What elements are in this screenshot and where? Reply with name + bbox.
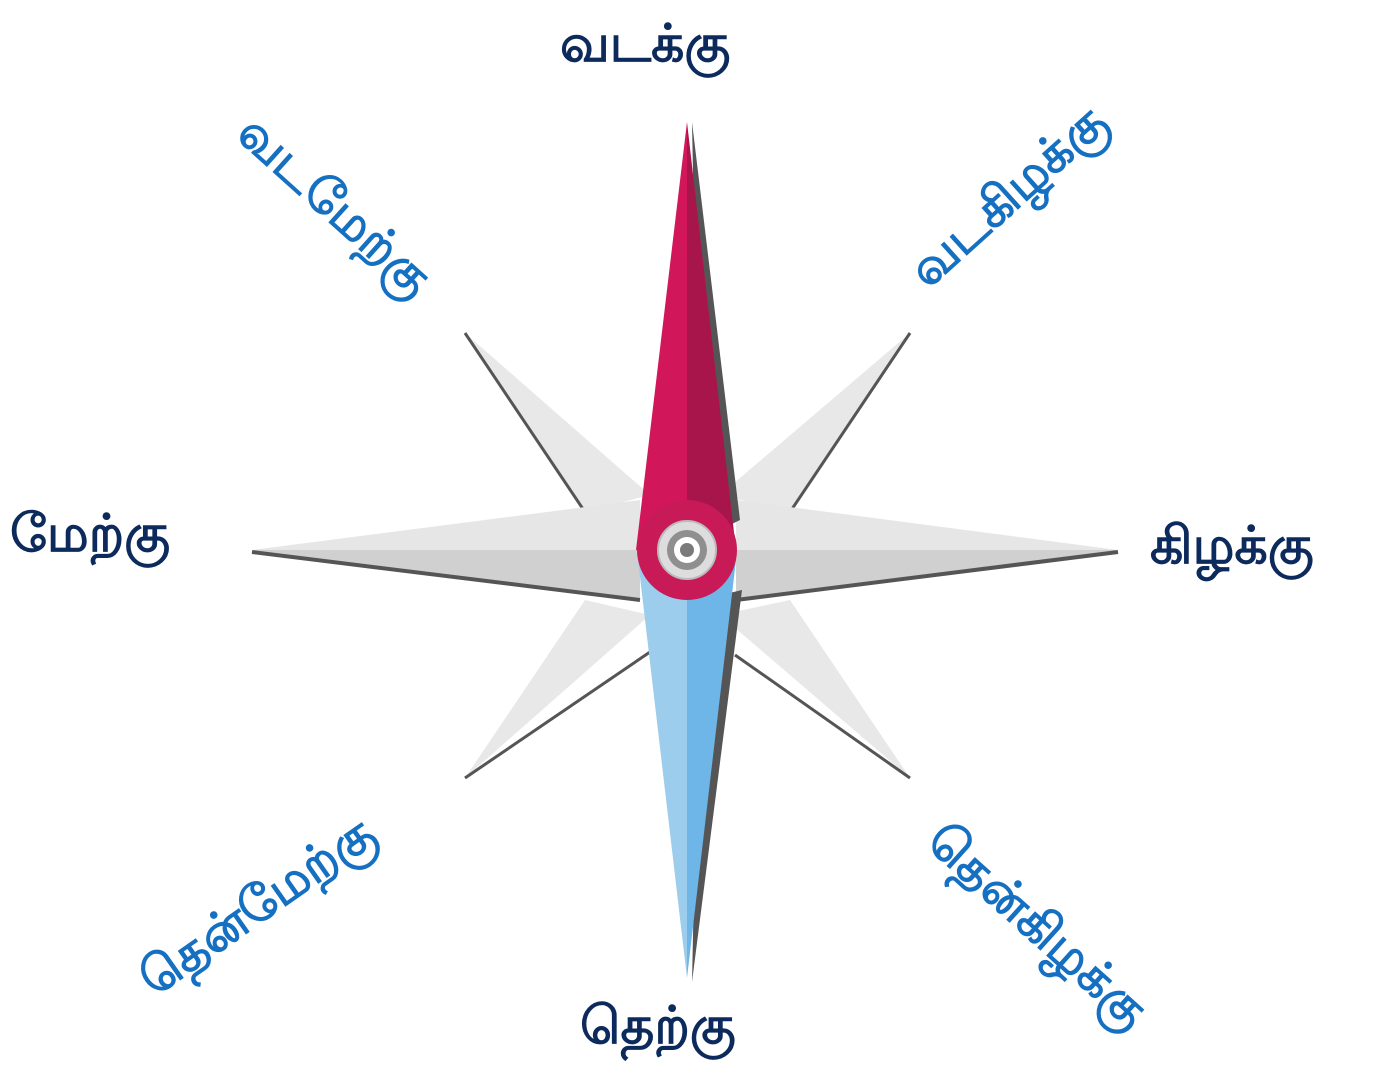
label-west: மேற்கு	[10, 508, 170, 560]
north-needle	[636, 122, 740, 560]
label-north: வடக்கு	[560, 18, 730, 70]
label-south: தெற்கு	[580, 1000, 736, 1052]
point-southeast	[720, 600, 910, 778]
label-east: கிழக்கு	[1150, 520, 1314, 572]
point-east	[736, 500, 1118, 550]
point-northeast	[720, 333, 910, 512]
point-northwest	[465, 333, 650, 512]
point-southwest	[465, 600, 650, 778]
south-needle	[638, 560, 742, 982]
point-west	[252, 500, 640, 550]
